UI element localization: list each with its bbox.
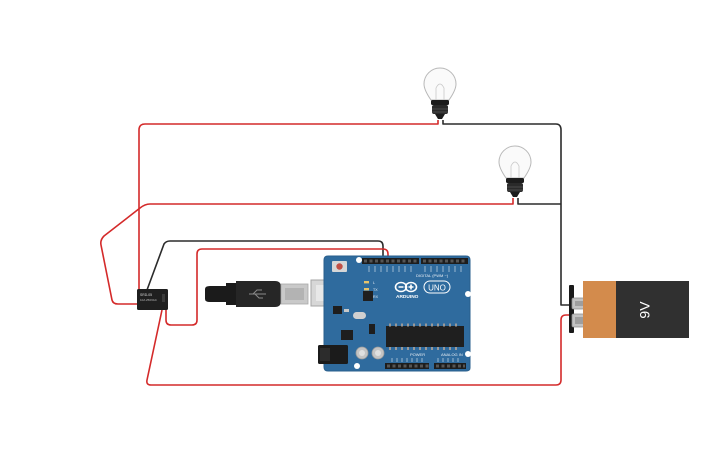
wires [100,120,572,386]
wire-red-mid-bulb-to-relay[interactable] [100,198,514,305]
wire-red-top-bulb-to-relay[interactable] [138,120,439,292]
light-bulb-icon[interactable] [423,67,457,119]
arduino-uno-board[interactable]: DIGITAL (PWM ~) L TX RX ARDUINO UNO [310,255,471,372]
wire-black-mid-bulb[interactable] [517,198,561,205]
usb-cable[interactable] [205,281,309,307]
led-label-rx: RX [373,295,379,299]
microcontroller-chip [386,326,464,347]
analog-label: ANALOG IN [441,352,463,357]
battery-9v[interactable]: 9V [569,281,689,338]
power-label: POWER [410,352,425,357]
led-label-l: L [373,281,375,285]
usb-icon [249,289,266,299]
wire-black-top-bulb-to-battery[interactable] [442,120,572,306]
digital-label: DIGITAL (PWM ~) [416,273,449,278]
light-bulb-icon[interactable] [498,145,532,197]
arduino-model: UNO [428,284,446,293]
battery-label: 9V [637,301,653,319]
led-label-tx: TX [373,288,378,292]
wire-black-relay-to-gnd[interactable] [146,240,384,291]
arduino-logo-icon [394,281,418,293]
arduino-brand: ARDUINO [396,294,419,300]
relay-label-1: SRD-05 [140,293,152,297]
wire-red-relay-to-pin[interactable] [165,248,389,326]
relay[interactable]: SRD-05 10A 250VAC [137,289,168,310]
wire-red-relay-to-battery[interactable] [146,309,572,386]
relay-label-2: 10A 250VAC [140,298,158,302]
